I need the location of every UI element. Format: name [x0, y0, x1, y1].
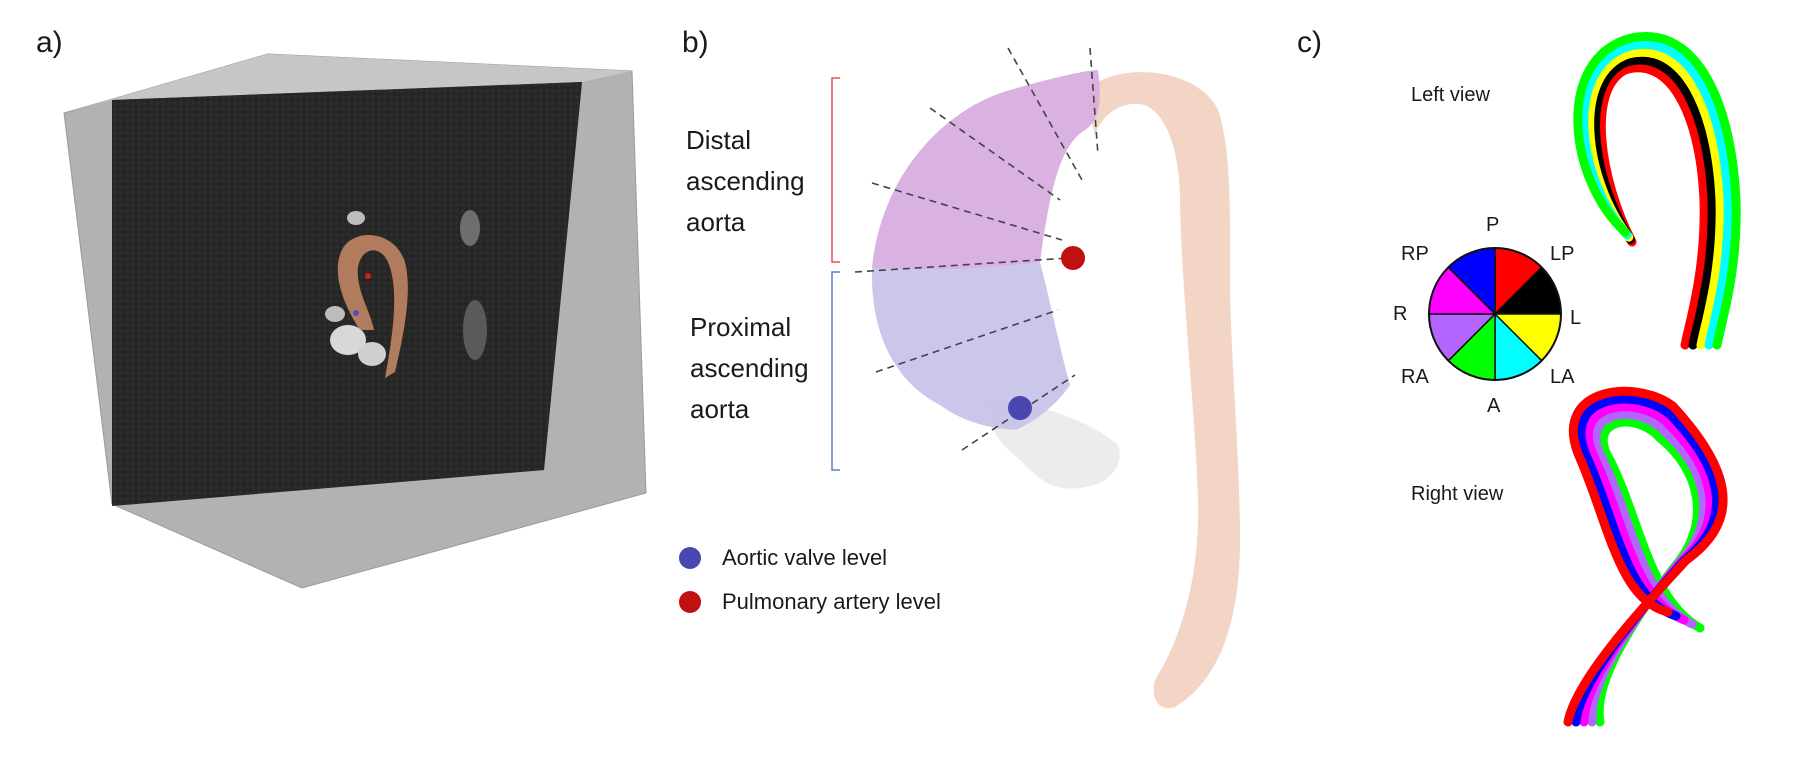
- pulmonary-artery-marker-small: [365, 273, 371, 279]
- aortic-arch-descending: [1083, 72, 1240, 709]
- sector-label-p: P: [1486, 214, 1500, 236]
- sector-label-a: A: [1487, 395, 1501, 417]
- distal-ascending-segment: [872, 70, 1100, 270]
- sector-label-ra: RA: [1401, 366, 1429, 388]
- distal-bracket: [831, 77, 840, 263]
- proximal-bracket: [831, 271, 840, 471]
- panel-a-label: a): [36, 26, 63, 59]
- pulmonary-artery-marker: [1061, 246, 1085, 270]
- legend-aortic-valve-label: Aortic valve level: [722, 545, 888, 570]
- right-view-label: Right view: [1411, 483, 1504, 505]
- slice-planes: [854, 47, 1099, 451]
- proximal-label: Proximal ascending aorta: [690, 312, 809, 424]
- legend-pulmonary-artery-swatch: [679, 591, 701, 613]
- sector-label-lp: LP: [1550, 243, 1575, 265]
- sector-wheel-outline: [1428, 247, 1562, 381]
- aorta-segmentation-overlay: [337, 234, 408, 378]
- aortic-valve-marker: [1008, 396, 1032, 420]
- aortic-valve-marker-small: [353, 310, 359, 316]
- sector-label-rp: RP: [1401, 243, 1429, 265]
- distal-label: Distal ascending aorta: [686, 125, 805, 237]
- legend-pulmonary-artery-label: Pulmonary artery level: [722, 589, 941, 614]
- sector-label-l: L: [1570, 307, 1582, 329]
- left-view-label: Left view: [1411, 84, 1490, 106]
- legend-aortic-valve-swatch: [679, 547, 701, 569]
- volume-box-top-face: [64, 54, 632, 113]
- anatomy-structure: [330, 325, 366, 355]
- left-view-aorta: [1573, 32, 1741, 350]
- panel-c-label: c): [1297, 26, 1322, 59]
- panel-b-label: b): [682, 26, 709, 59]
- sector-label-r: R: [1393, 303, 1408, 325]
- proximal-ascending-segment: [871, 262, 1070, 430]
- right-view-aorta: [1563, 386, 1728, 727]
- sector-label-la: LA: [1550, 366, 1575, 388]
